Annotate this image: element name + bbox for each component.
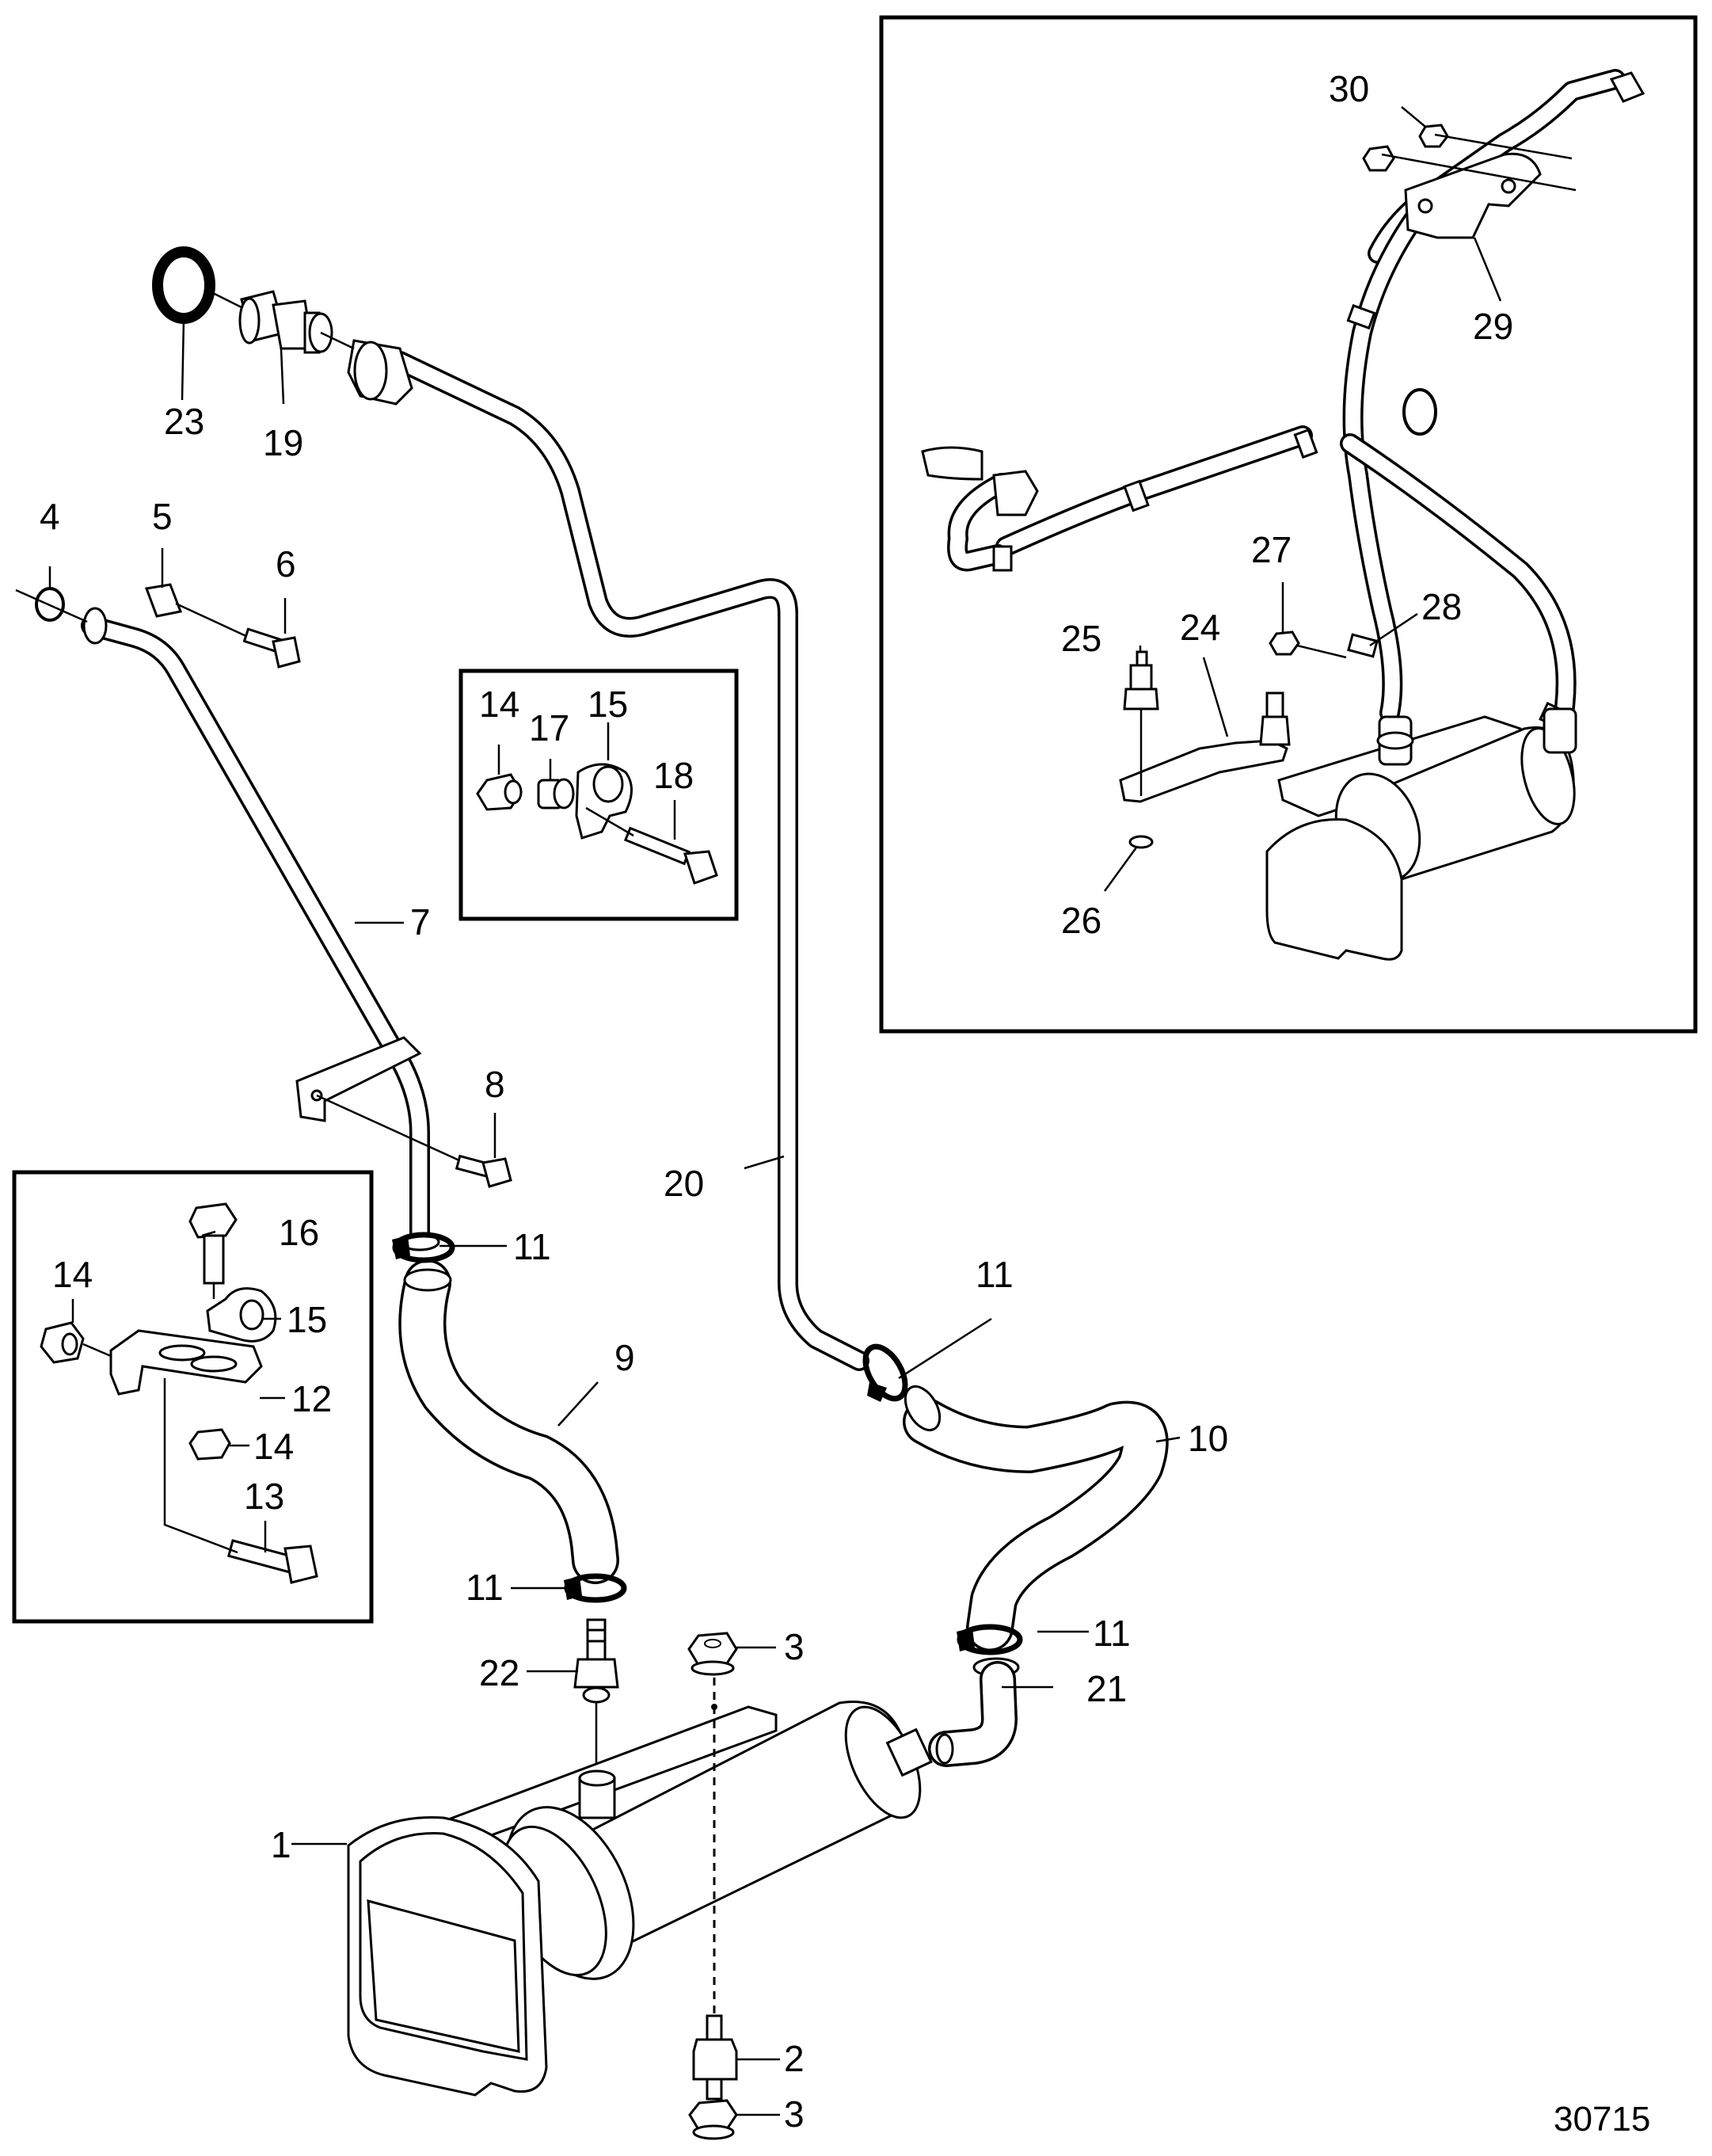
inset-bracket-parts [40, 1202, 318, 1584]
label-3-bottom: 3 [784, 2093, 805, 2135]
label-11-c: 11 [976, 1254, 1014, 1295]
label-8: 8 [485, 1064, 505, 1105]
label-14-inset: 14 [479, 684, 519, 725]
label-14-left: 14 [52, 1254, 93, 1295]
label-22: 22 [479, 1652, 519, 1693]
bolt-6 [242, 627, 301, 669]
pipe-7-bracket [295, 1036, 422, 1122]
o-ring-4 [35, 587, 65, 622]
label-17: 17 [529, 707, 569, 749]
clip-5 [144, 583, 183, 618]
inset-clamp-parts [476, 763, 718, 885]
label-20: 20 [664, 1163, 704, 1204]
label-25: 25 [1061, 618, 1101, 659]
label-26: 26 [1061, 900, 1101, 941]
label-7: 7 [410, 901, 431, 943]
o-ring-23 [152, 246, 215, 324]
label-24: 24 [1180, 607, 1220, 648]
heater-1 [347, 1701, 933, 2097]
inset-frame-clamp-assembly [458, 669, 739, 921]
label-9: 9 [614, 1337, 635, 1378]
inset-assembly-heater [921, 69, 1645, 961]
label-2: 2 [784, 2038, 805, 2079]
bolt-8 [455, 1154, 512, 1188]
label-11-b: 11 [466, 1567, 504, 1608]
label-11-a: 11 [513, 1226, 551, 1267]
clamp-11-d [957, 1624, 1023, 1655]
nipple-22 [573, 1618, 619, 1704]
label-6: 6 [276, 543, 296, 585]
leader-lines [48, 106, 1502, 2116]
label-19: 19 [263, 422, 303, 463]
label-23: 23 [164, 401, 204, 442]
label-12: 12 [291, 1378, 332, 1419]
label-30: 30 [1329, 68, 1369, 109]
part-labels: 1 2 3 3 4 5 6 7 8 9 10 11 11 11 11 12 13… [40, 68, 1513, 2135]
mount-2 [692, 2014, 738, 2101]
inset-frame-bracket-assembly [12, 1170, 374, 1624]
clamp-11-a [392, 1232, 455, 1263]
label-28: 28 [1421, 586, 1462, 627]
clamp-11-c [862, 1343, 908, 1402]
pipe-7 [81, 607, 440, 1251]
reference-number: 30715 [1554, 2100, 1650, 2139]
label-13: 13 [244, 1476, 284, 1517]
label-4: 4 [40, 496, 60, 537]
label-10: 10 [1188, 1418, 1228, 1459]
pipe-20-nut [347, 339, 413, 406]
fitting-19 [238, 290, 333, 354]
label-11-d: 11 [1093, 1613, 1131, 1654]
pipe-20 [390, 351, 869, 1371]
label-29: 29 [1473, 306, 1513, 347]
nut-3-top [687, 1632, 738, 1676]
inset-frame-top-right [879, 15, 1698, 1034]
label-16: 16 [279, 1212, 319, 1253]
label-21: 21 [1086, 1668, 1127, 1709]
label-3-top: 3 [784, 1626, 805, 1667]
label-15-inset: 15 [588, 684, 628, 725]
label-5: 5 [152, 496, 173, 537]
nut-3-bottom [688, 2099, 738, 2140]
label-1: 1 [271, 1824, 291, 1865]
label-15-bracket: 15 [287, 1299, 327, 1340]
label-18: 18 [653, 755, 694, 796]
label-27: 27 [1251, 529, 1292, 570]
elbow-21 [928, 1657, 1020, 1767]
hose-9 [398, 1259, 619, 1584]
hose-10 [903, 1385, 1169, 1651]
label-14-bottom: 14 [253, 1426, 294, 1467]
